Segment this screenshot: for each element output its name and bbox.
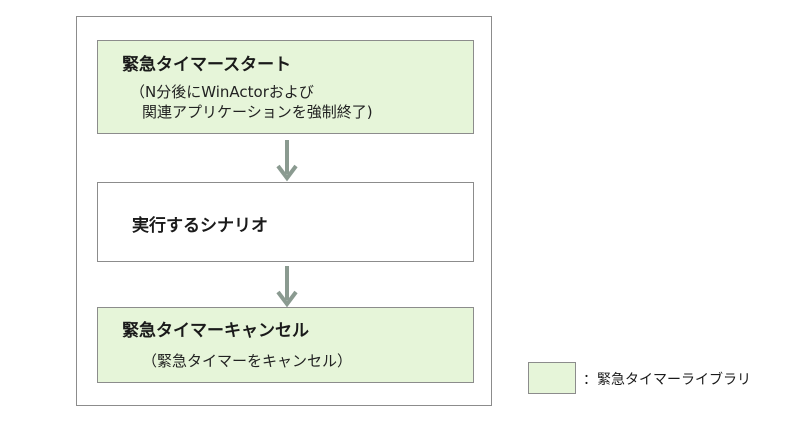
scenario-title: 実行するシナリオ: [132, 216, 268, 236]
emergency-timer-start-note-line2: 関連アプリケーションを強制終了): [142, 103, 373, 121]
legend-swatch: [528, 362, 576, 394]
emergency-timer-start-title: 緊急タイマースタート: [122, 55, 292, 75]
emergency-timer-start-box: 緊急タイマースタート （N分後にWinActorおよび 関連アプリケーションを強…: [97, 40, 474, 134]
emergency-timer-cancel-box: 緊急タイマーキャンセル （緊急タイマーをキャンセル）: [97, 307, 474, 383]
legend-label: ：緊急タイマーライブラリ: [583, 372, 751, 388]
emergency-timer-cancel-note: （緊急タイマーをキャンセル）: [142, 352, 353, 370]
down-arrow-icon: [276, 266, 298, 308]
emergency-timer-cancel-title: 緊急タイマーキャンセル: [122, 321, 309, 341]
scenario-box: 実行するシナリオ: [97, 182, 474, 262]
down-arrow-icon: [276, 140, 298, 182]
emergency-timer-start-note-line1: （N分後にWinActorおよび: [130, 83, 314, 101]
